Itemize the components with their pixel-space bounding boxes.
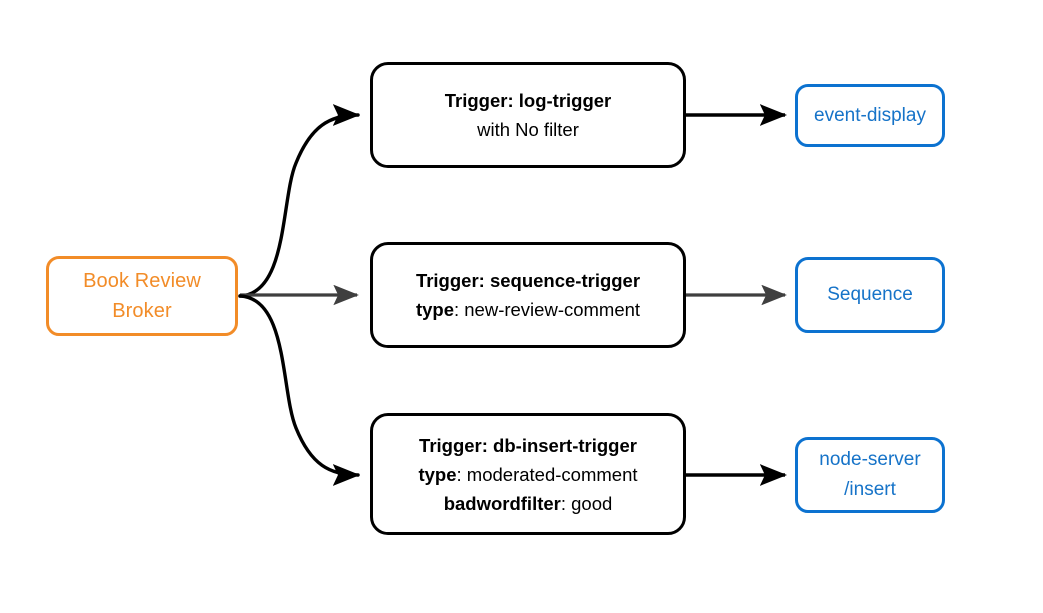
trigger-log-line-2: with No filter	[477, 115, 579, 144]
broker-label-line-2: Broker	[112, 300, 172, 322]
trigger-db-line-1: Trigger: db-insert-trigger	[419, 431, 637, 460]
node-trigger-db-insert-trigger[interactable]: Trigger: db-insert-trigger type: moderat…	[370, 413, 686, 535]
trigger-sequence-key-2: type	[415, 299, 454, 320]
service-node-server-label-line-1: node-server	[819, 449, 921, 470]
trigger-db-val-2: : moderated-comment	[456, 463, 638, 485]
node-service-sequence[interactable]: Sequence	[795, 257, 945, 333]
node-service-event-display[interactable]: event-display	[795, 84, 945, 147]
trigger-log-line-1: Trigger: log-trigger	[445, 86, 612, 115]
trigger-sequence-line-2: type: new-review-comment	[416, 295, 640, 324]
node-trigger-sequence-trigger[interactable]: Trigger: sequence-trigger type: new-revi…	[370, 242, 686, 348]
node-book-review-broker[interactable]: Book Review Broker	[46, 256, 238, 336]
service-sequence-label: Sequence	[827, 284, 913, 305]
trigger-sequence-line-1: Trigger: sequence-trigger	[416, 266, 640, 295]
trigger-db-title: Trigger: db-insert-trigger	[419, 434, 637, 456]
node-trigger-log-trigger[interactable]: Trigger: log-trigger with No filter	[370, 62, 686, 168]
trigger-log-val-2: with No filter	[477, 119, 579, 140]
trigger-db-key-2: type	[418, 463, 457, 485]
trigger-sequence-val-2: : new-review-comment	[453, 299, 641, 320]
trigger-db-key-3: badwordfilter	[443, 492, 561, 514]
service-event-display-label: event-display	[814, 104, 926, 126]
trigger-db-val-3: : good	[560, 492, 613, 514]
service-node-server-label-line-2: /insert	[844, 479, 896, 500]
node-service-node-server-insert[interactable]: node-server /insert	[795, 437, 945, 513]
edge-broker-to-db-insert-trigger	[238, 294, 361, 486]
broker-label-line-1: Book Review	[83, 270, 201, 292]
trigger-db-line-3: badwordfilter: good	[444, 489, 613, 518]
trigger-sequence-title: Trigger: sequence-trigger	[415, 270, 641, 291]
edge-broker-to-log-trigger	[238, 104, 361, 298]
trigger-log-title: Trigger: log-trigger	[444, 90, 612, 111]
trigger-db-line-2: type: moderated-comment	[418, 460, 637, 489]
